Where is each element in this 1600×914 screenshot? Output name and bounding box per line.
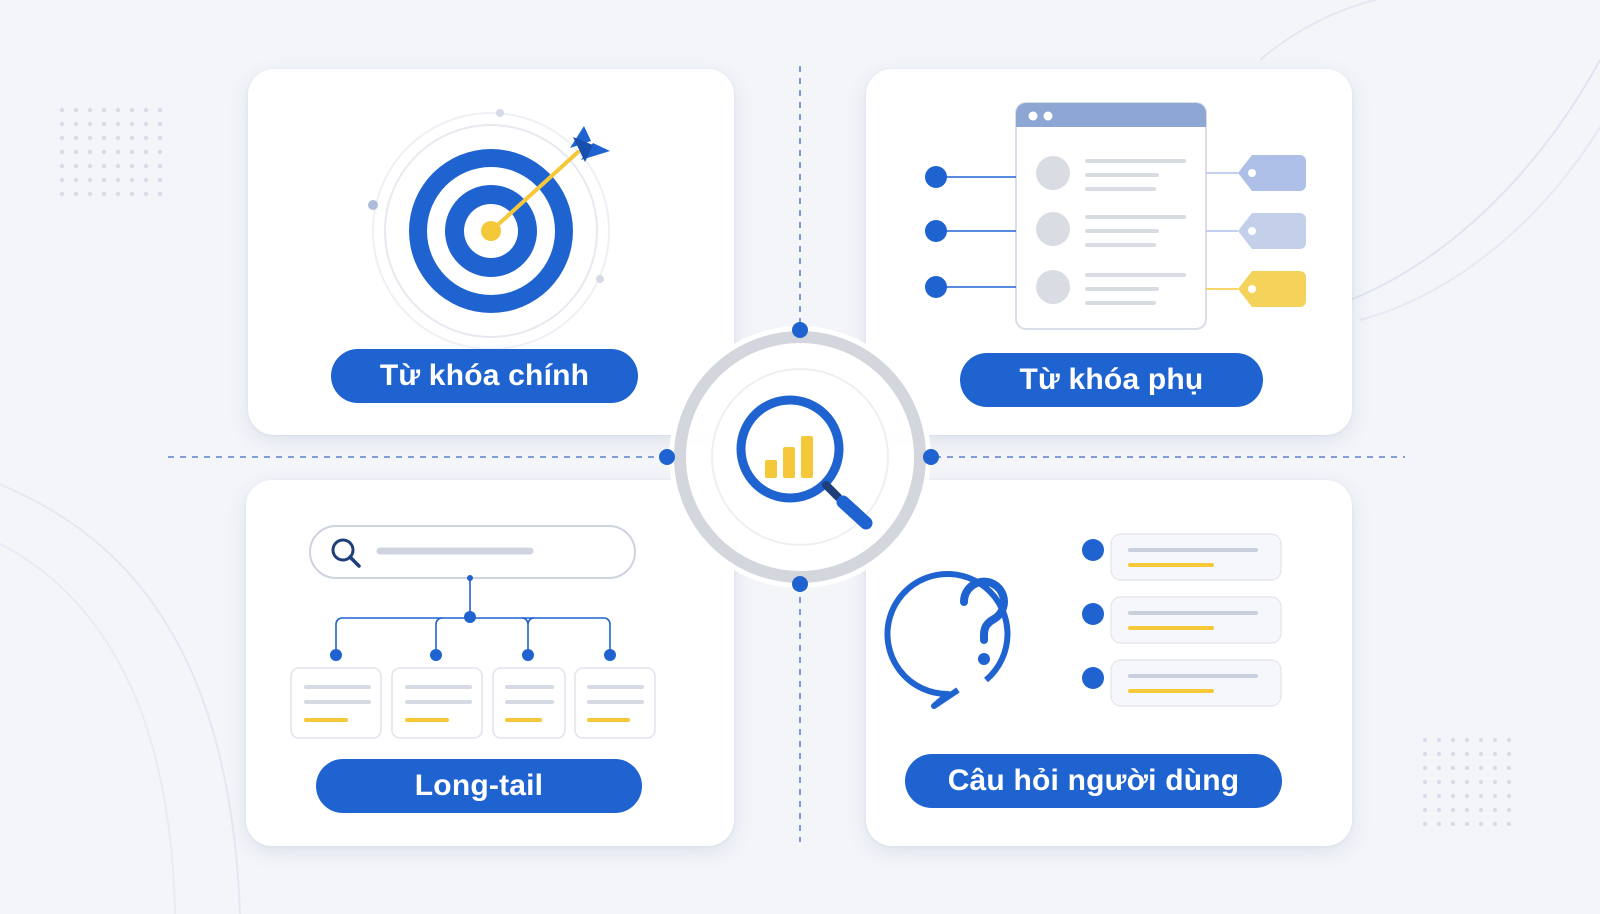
search-tree-icon: [290, 525, 656, 739]
card-secondary-keyword: Từ khóa phụ: [866, 69, 1352, 435]
card-long-tail: Long-tail: [246, 480, 734, 846]
question-bubble-icon: [884, 533, 1282, 709]
target-arrow-icon: [368, 109, 610, 350]
tagged-list-icon: [925, 102, 1306, 330]
user-questions-label: Câu hỏi người dùng: [905, 754, 1282, 808]
main-keyword-label: Từ khóa chính: [331, 349, 638, 403]
secondary-keyword-label: Từ khóa phụ: [960, 353, 1263, 407]
card-main-keyword: Từ khóa chính: [248, 69, 734, 435]
long-tail-label: Long-tail: [316, 759, 642, 813]
card-user-questions: Câu hỏi người dùng: [866, 480, 1352, 846]
